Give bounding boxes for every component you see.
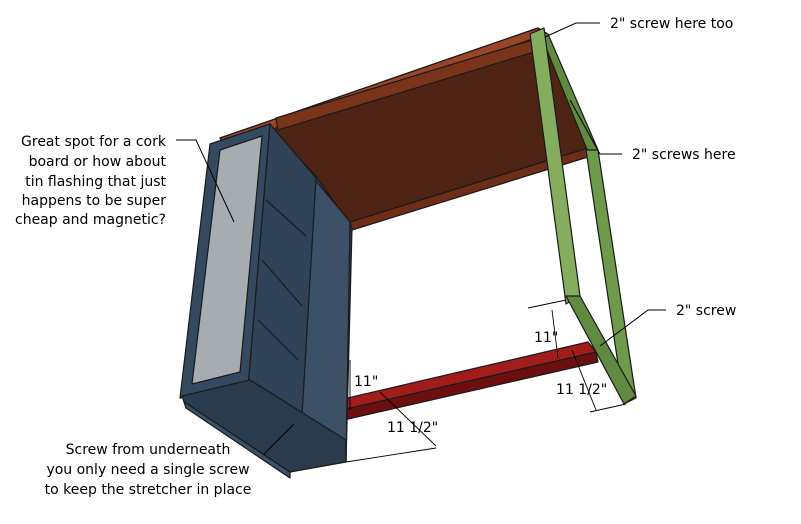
dim-right-height-top [527,299,567,309]
shelf-line [265,199,307,237]
annotation-underneath: Screw from underneath you only need a si… [45,442,252,498]
shelf-line [257,319,299,361]
leader-underneath [263,423,295,455]
underneath-note-line: you only need a single screw [46,462,249,478]
cabinet-base-trim [183,401,291,479]
annotation-screw-top: 2" screw here too [610,16,733,32]
dim-left-width: 11 1/2" [387,420,438,436]
annotation-screws-here: 2" screws here [632,147,736,163]
leader-cork-board [176,139,235,223]
dim-right-width-line [571,349,597,411]
leader-screw-top [544,22,600,38]
cabinet [179,123,353,479]
leg-frame-bottom-rail [565,295,637,405]
cork-board-panel [191,135,263,385]
underneath-note-line: to keep the stretcher in place [45,482,252,498]
leader-screws-here [569,99,622,155]
annotation-cork-board: Great spot for a cork board or how about… [15,134,167,228]
dim-right-height-line [551,309,559,359]
leader-screw-lower [599,309,666,347]
cork-board-note-line: tin flashing that just [25,174,166,190]
dimension-lines [345,299,627,463]
dim-left-width-ext [379,391,437,447]
cork-board-note-line: happens to be super [22,193,167,209]
cabinet-shelves [257,199,307,361]
cork-board-note-line: board or how about [29,154,167,170]
annotation-screw-lower: 2" screw [676,303,736,319]
underneath-note-line: Screw from underneath [66,442,231,458]
cork-board-note-line: cheap and magnetic? [15,212,166,228]
shelf-line [261,259,303,307]
leg-frame-right-leg [585,149,637,405]
dim-right-width-base [589,403,627,413]
dim-right-height: 11" [534,330,558,346]
leader-lines [176,22,666,455]
dim-left-height: 11" [354,374,378,390]
leg-frame [529,27,637,405]
dim-right-width: 11 1/2" [556,382,607,398]
dim-left-width-line [345,447,437,463]
cork-board-note-line: Great spot for a cork [21,134,167,150]
